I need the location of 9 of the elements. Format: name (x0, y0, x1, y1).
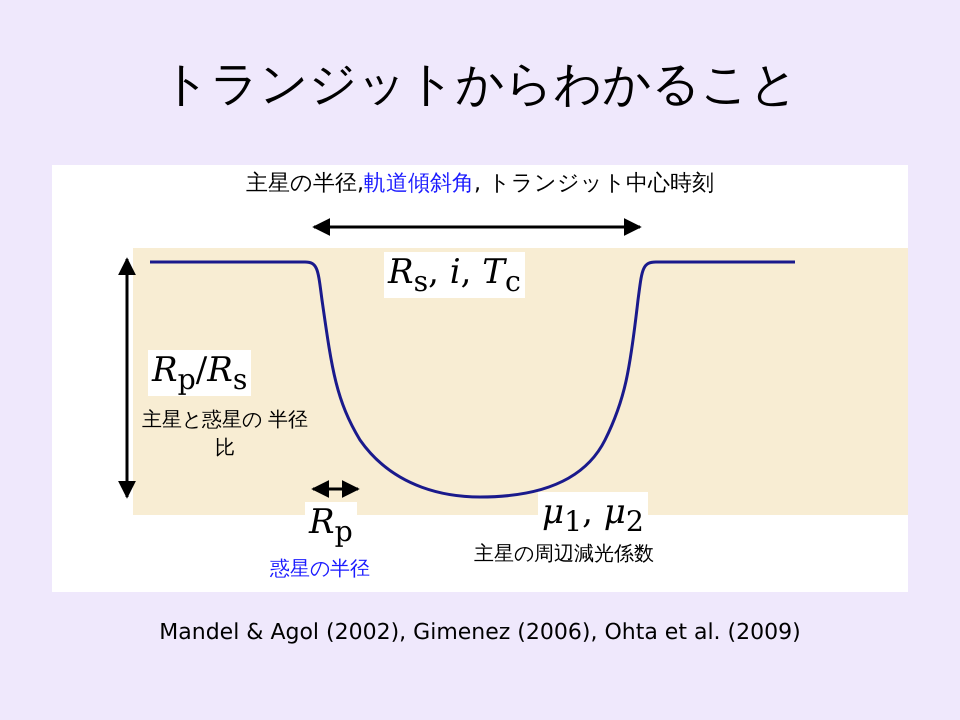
annotation-text: 惑星の半径 (270, 555, 370, 582)
math-label: R$_{p}$ (305, 502, 357, 548)
math-label: R$_{p}$/R$_{s}$ (148, 350, 252, 396)
parameter-list-text: 主星の半径,軌道傾斜角, トランジット中心時刻 (245, 170, 715, 198)
reference-text: Mandel & Agol (2002), Gimenez (2006), Ohta et al. (2009) (158, 620, 802, 645)
annotation-text: 主星と惑星の 半径比 (140, 406, 310, 461)
annotation-text: 主星の周辺減光係数 (474, 540, 654, 567)
slide-title: トランジットからわかること (160, 55, 800, 114)
math-label: R$_{s}$, i, T$_{c}$ (384, 252, 525, 298)
